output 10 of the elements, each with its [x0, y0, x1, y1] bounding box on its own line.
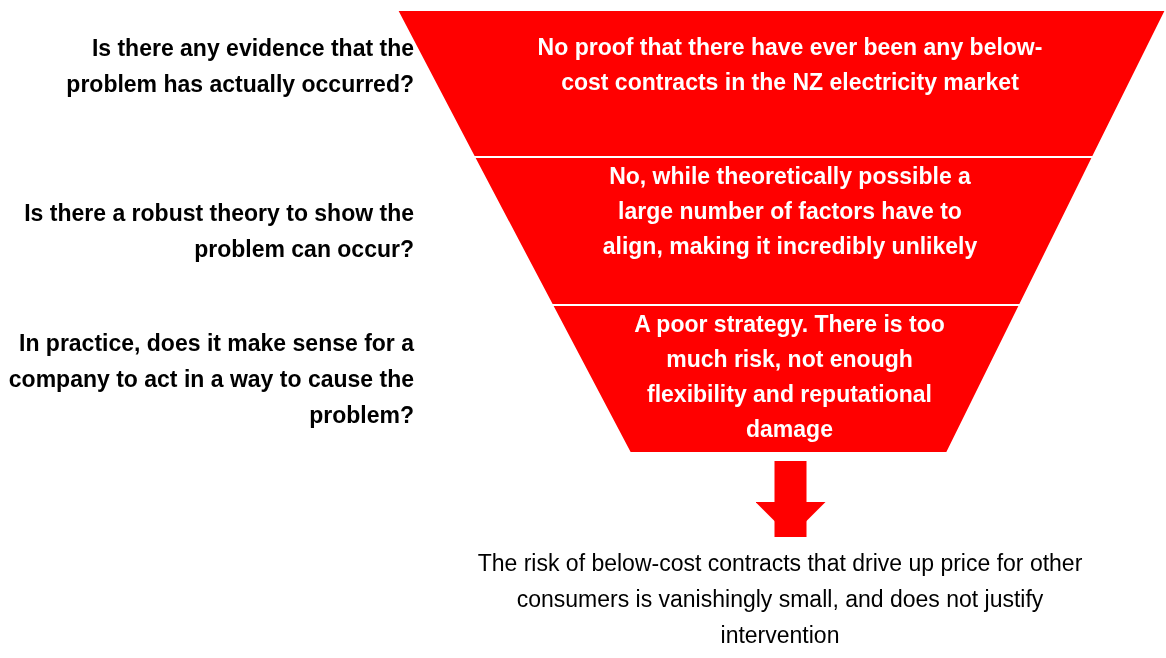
question-text: Is there a robust theory to show the problem can occur?	[23, 199, 414, 264]
band-text: No proof that there have ever been any below-cost contracts in the NZ electricity market	[536, 33, 1044, 97]
question-text: In practice, does it make sense for a company to act in a way to cause the problem?	[7, 329, 414, 430]
funnel-band	[552, 305, 1020, 453]
arrow	[755, 461, 826, 537]
funnel-band	[474, 157, 1093, 305]
band-text: A poor strategy. There is too much risk, not enough flexibility and reputational damage	[633, 310, 946, 444]
conclusion-text: The risk of below-cost contracts that drive up price for other consumers is vanishingly small, and does not justify intervention	[460, 545, 1100, 658]
band-text: No, while theoretically possible a large number of factors have to align, making it incredibly unlikely	[601, 162, 979, 261]
question-text: Is there any evidence that the problem has actually occurred?	[65, 34, 414, 99]
